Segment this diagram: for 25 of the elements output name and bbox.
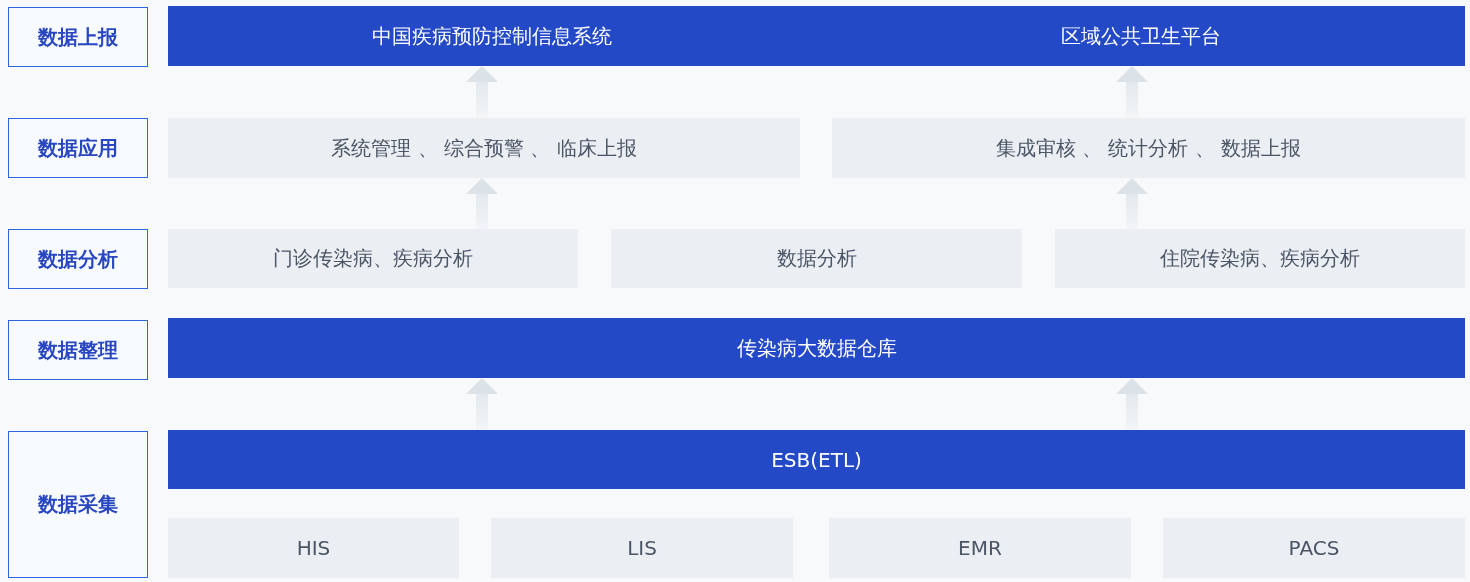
layer-bar [168,6,1465,66]
module-box: HIS [168,518,459,578]
arrow [466,178,498,229]
arrow [1116,378,1148,430]
module-box: PACS [1163,518,1465,578]
layer-label-box: 数据整理 [8,320,148,380]
module-box: EMR [829,518,1131,578]
arrow [466,378,498,430]
platform-name: 中国疾病预防控制信息系统 [372,22,613,50]
layer-bar: 传染病大数据仓库 [168,318,1465,378]
layer-label-box: 数据分析 [8,229,148,289]
layer-bar: ESB(ETL) [168,430,1465,489]
layer-label-box: 数据上报 [8,7,148,67]
module-box: 住院传染病、疾病分析 [1055,229,1465,288]
module-box: LIS [491,518,793,578]
layer-label-box: 数据采集 [8,431,148,578]
module-box: 门诊传染病、疾病分析 [168,229,578,288]
layer-label-box: 数据应用 [8,118,148,178]
arrow [1116,66,1148,118]
module-box: 集成审核 、 统计分析 、 数据上报 [832,118,1465,178]
arrow [466,66,498,118]
platform-name: 区域公共卫生平台 [1060,22,1221,50]
module-box: 系统管理 、 综合预警 、 临床上报 [168,118,800,178]
module-box: 数据分析 [611,229,1022,288]
arrow [1116,178,1148,229]
